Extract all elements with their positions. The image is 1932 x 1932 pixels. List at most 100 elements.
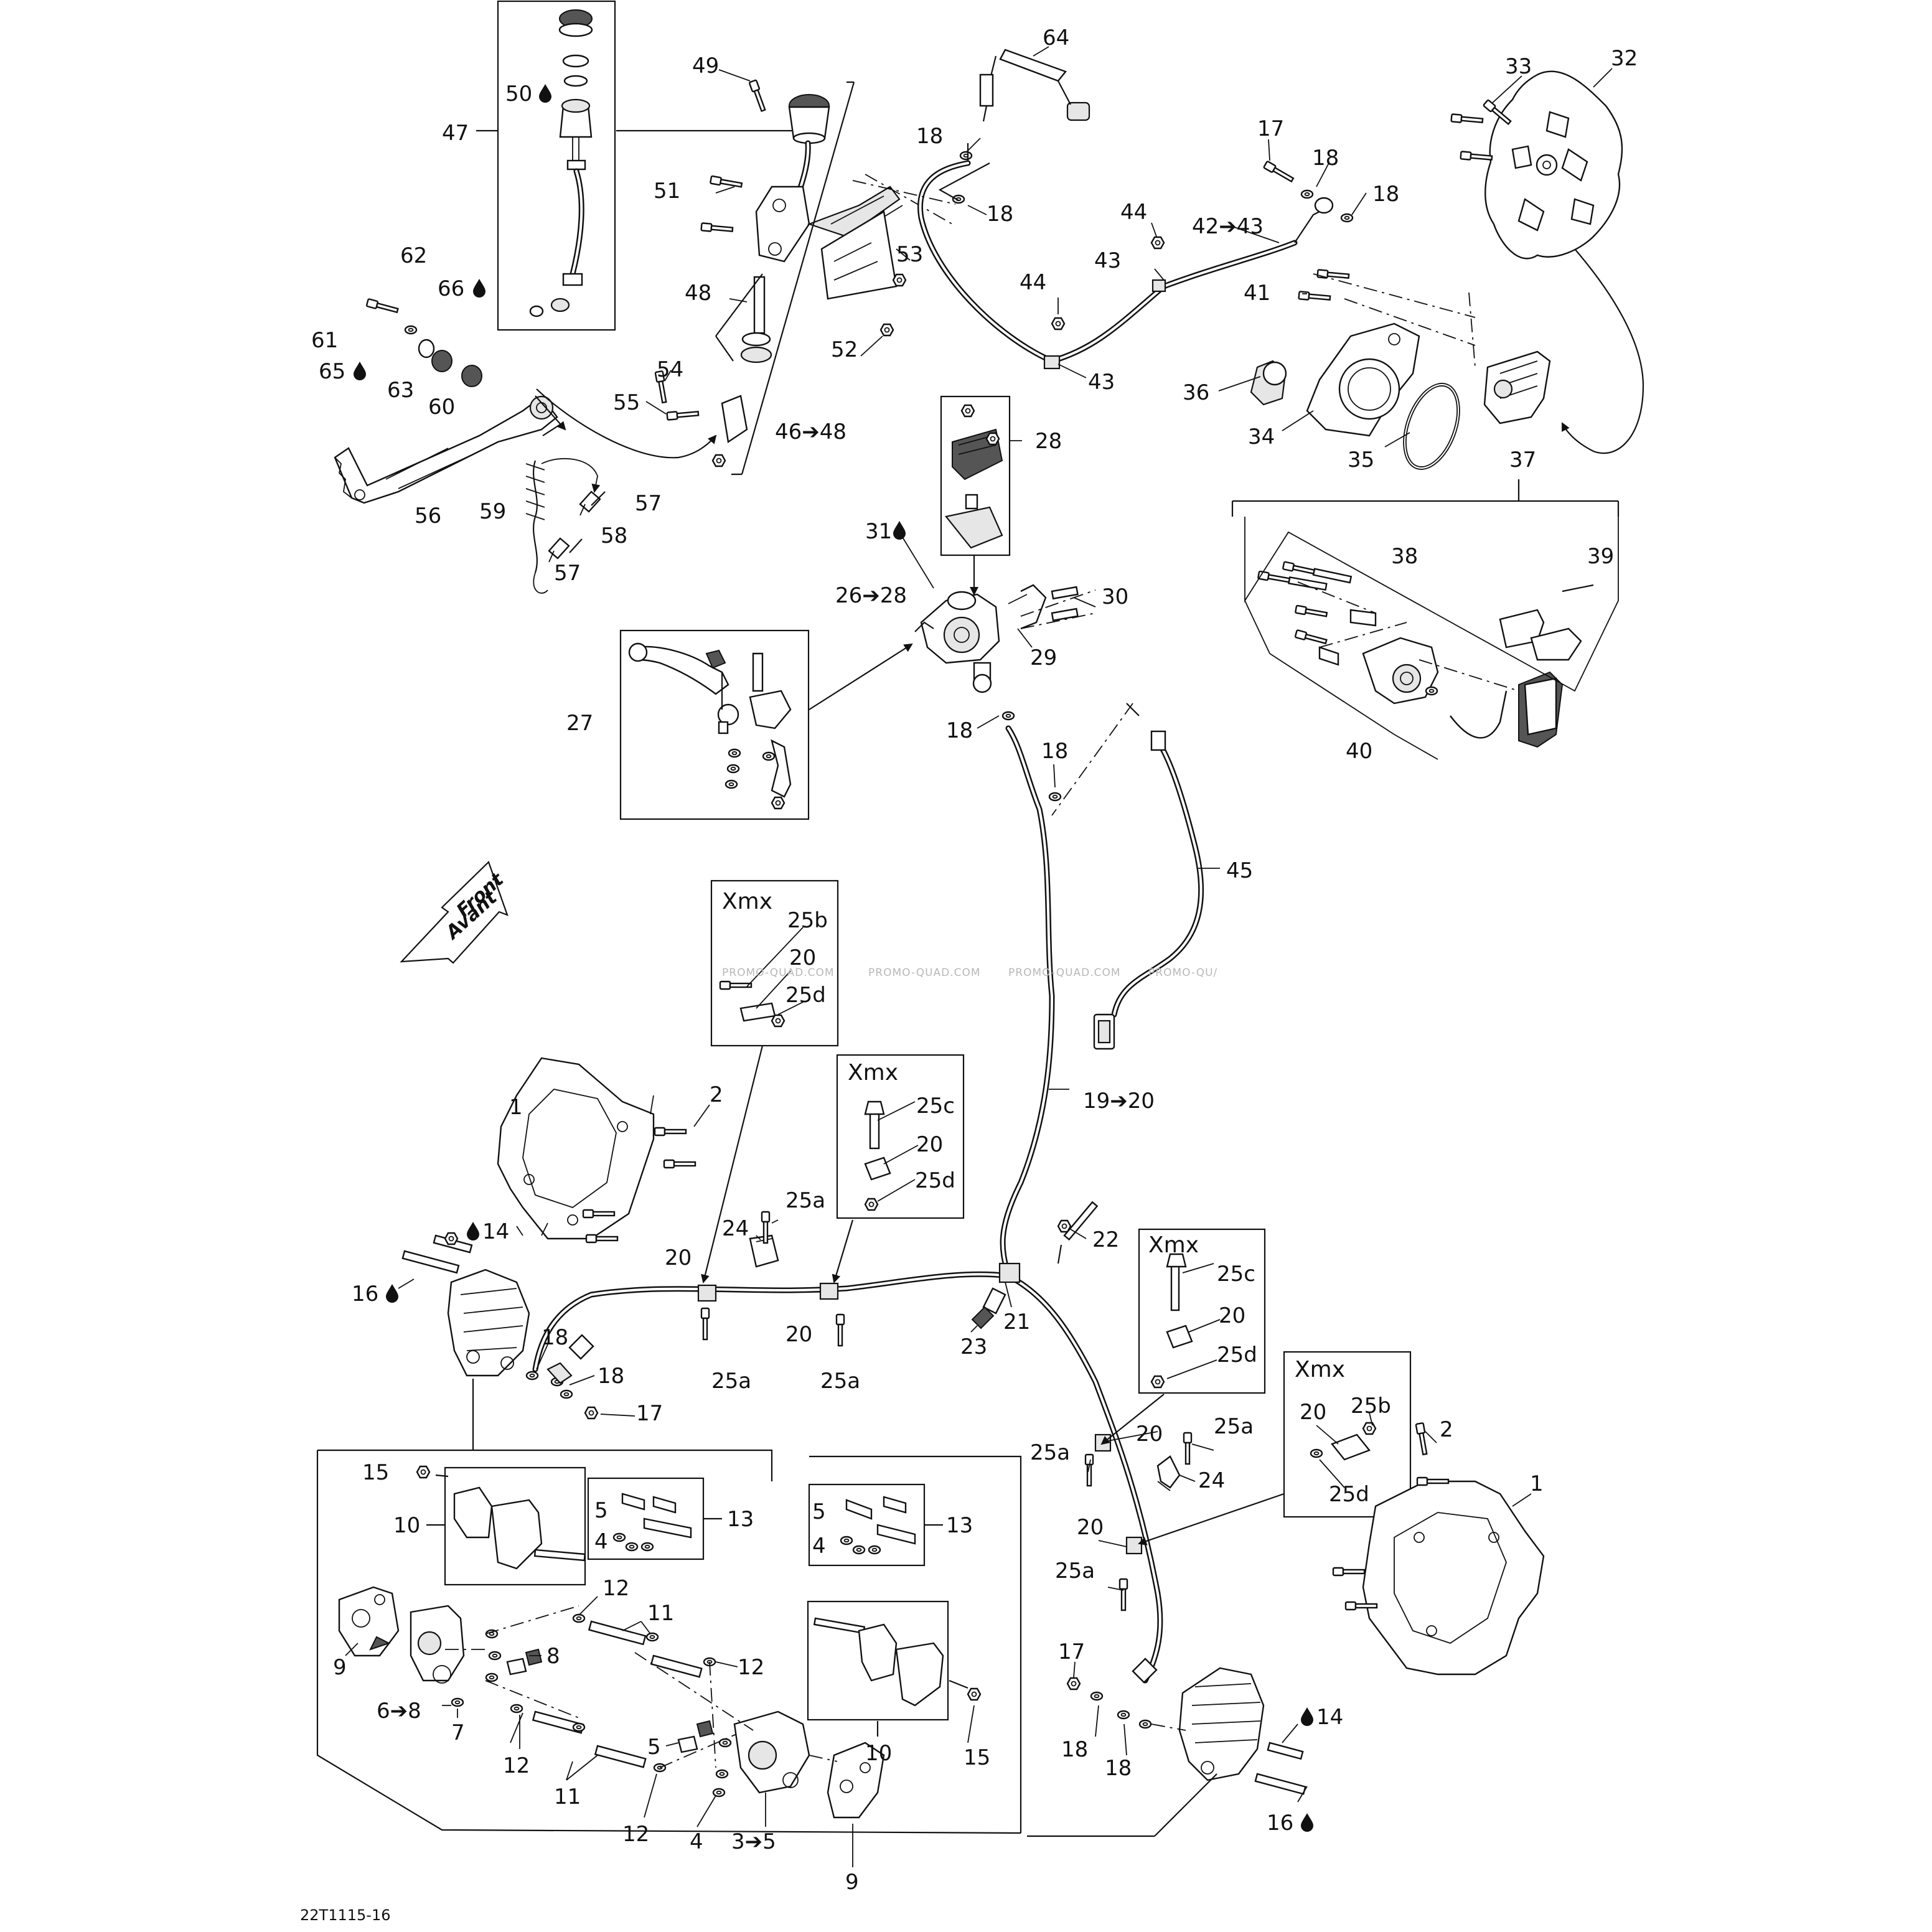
label-13a: 13 — [727, 1507, 754, 1532]
label-20d: 20 — [785, 1322, 812, 1347]
label-18e: 18 — [946, 718, 973, 743]
rear-caliper — [1231, 350, 1620, 517]
label-30: 30 — [1102, 584, 1128, 609]
label-56: 56 — [415, 504, 441, 528]
label-57a: 57 — [635, 491, 662, 516]
label-62: 62 — [400, 243, 427, 268]
label-5b: 5 — [812, 1499, 826, 1524]
label-12b: 12 — [738, 1655, 764, 1680]
label-4b: 4 — [812, 1534, 826, 1559]
watermark-text-4: PROMO-QU/ — [1148, 967, 1217, 979]
label-54: 54 — [657, 357, 683, 382]
xmx-box-4 — [1283, 1351, 1412, 1518]
label-3: 3➔5 — [731, 1829, 776, 1854]
label-11b: 11 — [554, 1784, 581, 1809]
label-26: 26➔28 — [835, 583, 907, 608]
label-18f: 18 — [1041, 739, 1068, 764]
label-xmx-4: Xmx — [1295, 1357, 1345, 1382]
label-33: 33 — [1505, 54, 1532, 79]
label-18j: 18 — [1105, 1756, 1132, 1781]
label-40: 40 — [1346, 739, 1372, 764]
label-47: 47 — [442, 121, 469, 146]
pedal-spring-kit — [525, 457, 606, 594]
front-right-caliper — [1027, 1667, 1306, 1837]
label-14a: 14 — [482, 1219, 509, 1244]
label-19: 19➔20 — [1083, 1089, 1155, 1114]
front-brake-lever — [619, 629, 913, 820]
label-xmx-2: Xmx — [848, 1060, 898, 1086]
label-18a: 18 — [916, 124, 943, 149]
label-66: 66 — [438, 276, 464, 301]
label-20a: 20 — [789, 945, 816, 970]
label-11a: 11 — [647, 1601, 674, 1626]
label-38: 38 — [1391, 544, 1418, 569]
drop-icon-16b — [1301, 1813, 1313, 1832]
label-20g: 20 — [1136, 1422, 1163, 1447]
label-64: 64 — [1043, 26, 1069, 50]
front-direction-arrow: Front Avant — [400, 861, 509, 964]
label-2b: 2 — [1440, 1417, 1453, 1442]
rear-reservoir-group — [476, 0, 792, 331]
label-55: 55 — [613, 390, 640, 415]
label-36: 36 — [1183, 380, 1209, 405]
watermark-text-1: PROMO-QUAD.COM — [722, 967, 835, 979]
label-17a: 17 — [1257, 116, 1284, 141]
label-48: 48 — [685, 281, 711, 306]
label-12c: 12 — [503, 1753, 530, 1778]
label-44a: 44 — [1120, 200, 1147, 225]
label-17b: 17 — [636, 1401, 663, 1426]
front-left-disc — [497, 1057, 696, 1244]
label-14b: 14 — [1316, 1705, 1343, 1730]
caliper-exploded-section — [316, 1449, 1022, 1834]
label-23: 23 — [960, 1334, 987, 1359]
label-34: 34 — [1248, 424, 1275, 449]
label-41: 41 — [1244, 281, 1270, 306]
label-25b-2: 25b — [1351, 1394, 1391, 1419]
label-15a: 15 — [362, 1460, 389, 1485]
caliper-parts-kit — [1244, 517, 1619, 760]
front-right-disc — [1332, 1422, 1545, 1676]
lever-detail-box — [619, 629, 810, 820]
label-24b: 24 — [1198, 1468, 1225, 1493]
xmx-box-1 — [710, 879, 839, 1047]
label-16a: 16 — [352, 1282, 378, 1306]
label-25a-3: 25a — [820, 1369, 860, 1394]
label-39: 39 — [1587, 544, 1614, 569]
xmx-detail-1 — [701, 879, 839, 1283]
label-7: 7 — [451, 1720, 465, 1745]
rear-master-cylinder — [654, 79, 953, 476]
label-16b: 16 — [1267, 1811, 1293, 1836]
part-labels: 64 49 50 47 51 53 48 52 54 55 46➔48 62 6… — [300, 26, 1638, 1924]
label-25c-1: 25c — [916, 1094, 955, 1118]
label-10a: 10 — [393, 1513, 420, 1538]
drop-icon-14a — [467, 1222, 479, 1240]
front-left-caliper — [401, 1232, 599, 1450]
label-43a: 43 — [1094, 248, 1121, 273]
leader-lines — [345, 46, 1613, 1867]
label-10b: 10 — [865, 1741, 892, 1766]
xmx-detail-3 — [1100, 1228, 1266, 1445]
label-20c: 20 — [665, 1245, 692, 1270]
label-32: 32 — [1611, 46, 1638, 71]
label-58: 58 — [601, 523, 627, 548]
label-65: 65 — [319, 359, 345, 384]
bleed-kit-box-right — [808, 1483, 926, 1567]
label-18c: 18 — [1312, 146, 1339, 171]
watermark-text-3: PROMO-QUAD.COM — [1008, 967, 1121, 979]
label-63: 63 — [387, 378, 414, 403]
label-57b: 57 — [554, 561, 581, 586]
label-35: 35 — [1348, 448, 1374, 472]
label-29: 29 — [1030, 645, 1057, 670]
label-5c: 5 — [647, 1735, 661, 1760]
rear-brake-hose-assembly — [852, 49, 1354, 370]
label-6: 6➔8 — [377, 1699, 421, 1723]
drop-icon-16a — [386, 1284, 398, 1303]
label-xmx-1: Xmx — [722, 889, 772, 914]
label-xmx-3: Xmx — [1148, 1232, 1199, 1258]
label-13b: 13 — [946, 1513, 973, 1538]
label-50: 50 — [505, 82, 532, 106]
label-18g: 18 — [542, 1325, 568, 1350]
label-49: 49 — [692, 54, 719, 78]
label-52: 52 — [831, 337, 858, 362]
label-20f: 20 — [1300, 1400, 1326, 1425]
